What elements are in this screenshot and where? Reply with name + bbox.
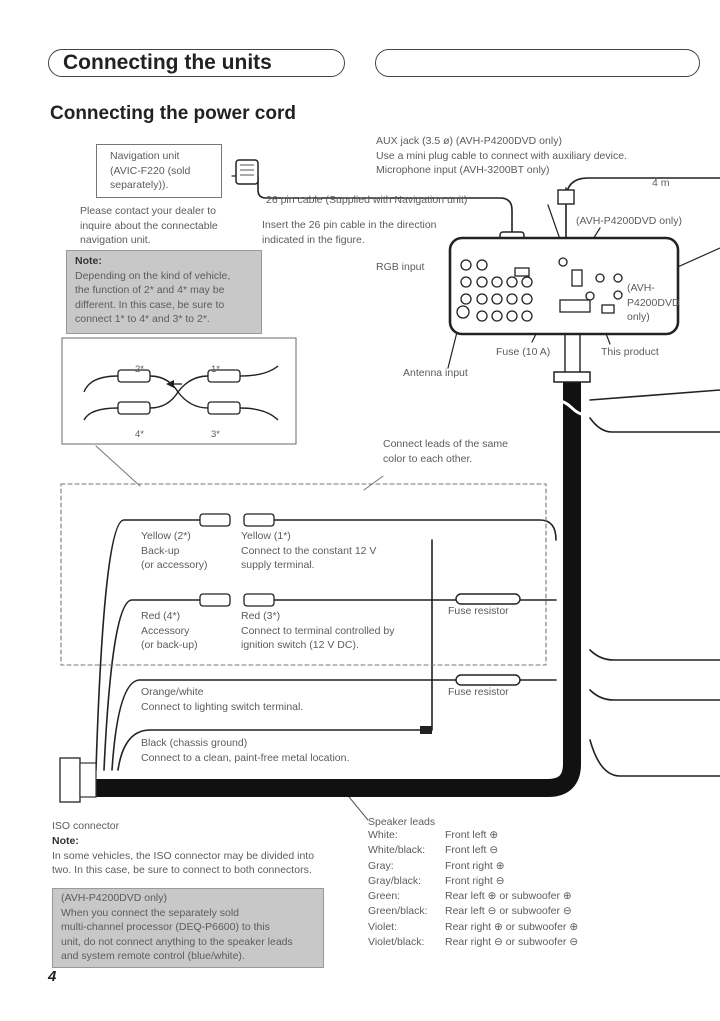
navigation-unit-box: Navigation unit (AVIC-F220 (sold separat… [96,144,222,198]
red-4-lead-label: Red (4*) Accessory (or back-up) [141,610,198,651]
product-label: This product [601,346,659,358]
table-row: Violet:Rear right ⊕ or subwoofer ⊕ [368,920,579,933]
connector-label-4: 4* [135,429,144,440]
rgb-input-label: RGB input [376,261,425,273]
header-blank-pill [375,49,700,77]
yellow-2-lead-label: Yellow (2*) Back-up (or accessory) [141,530,208,571]
table-row: Gray/black:Front right ⊖ [368,874,505,887]
note-box: Note: Depending on the kind of vehicle, … [66,250,262,334]
speaker-leads-table: White:Front left ⊕ White/black:Front lef… [368,828,578,950]
avh-only-label: (AVH-P4200DVD only) [576,215,683,227]
connector-label-3: 3* [211,429,220,440]
connector-label-2: 2* [135,364,144,375]
note-heading: Note: [75,255,102,267]
multi-channel-note-box: (AVH-P4200DVD only) When you connect the… [52,888,324,968]
table-row: Green/black:Rear left ⊖ or subwoofer ⊖ [368,905,572,918]
table-row: White/black:Front left ⊖ [368,844,499,857]
table-row: White:Front left ⊕ [368,829,499,841]
fuse-resistor-label-1: Fuse resistor [448,605,509,617]
table-row: Green:Rear left ⊕ or subwoofer ⊕ [368,890,572,903]
page-number: 4 [48,968,57,985]
iso-note: Note: In some vehicles, the ISO connecto… [52,835,315,876]
cable-instructions: Insert the 26 pin cable in the direction… [262,219,437,246]
section-title: Connecting the power cord [50,103,296,124]
black-lead-label: Black (chassis ground) Connect to a clea… [141,737,350,764]
aux-text: AUX jack (3.5 ø) (AVH-P4200DVD only) Use… [376,135,627,176]
red-3-lead-label: Red (3*) Connect to terminal controlled … [241,610,395,651]
yellow-1-lead-label: Yellow (1*) Connect to the constant 12 V… [241,530,377,571]
avh-only-label-2: (AVH- P4200DVD only) [627,282,680,323]
fuse-resistor-label-2: Fuse resistor [448,686,509,698]
cable-label: 26 pin cable (Supplied with Navigation u… [266,194,468,206]
antenna-input-label: Antenna input [403,367,468,379]
speaker-leads-heading: Speaker leads [368,816,436,828]
same-color-note: Connect leads of the same color to each … [383,438,508,465]
nav-unit-line: (AVIC-F220 (sold [110,164,191,177]
nav-unit-line: separately)). [110,179,169,191]
speaker-leads: Speaker leads White:Front left ⊕ White/b… [368,816,578,950]
table-row: Violet/black:Rear right ⊖ or subwoofer ⊖ [368,936,579,949]
connector-label-1: 1* [211,364,220,375]
table-row: Gray:Front right ⊕ [368,859,505,872]
length-label: 4 m [652,177,670,189]
iso-connector-label: ISO connector [52,820,120,832]
header-title-pill: Connecting the units [48,49,345,77]
orange-lead-label: Orange/white Connect to lighting switch … [141,686,304,713]
nav-unit-line: Navigation unit [110,150,180,162]
dealer-text: Please contact your dealer to inquire ab… [80,205,218,246]
page-title: Connecting the units [63,51,272,74]
fuse-label: Fuse (10 A) [496,346,551,358]
